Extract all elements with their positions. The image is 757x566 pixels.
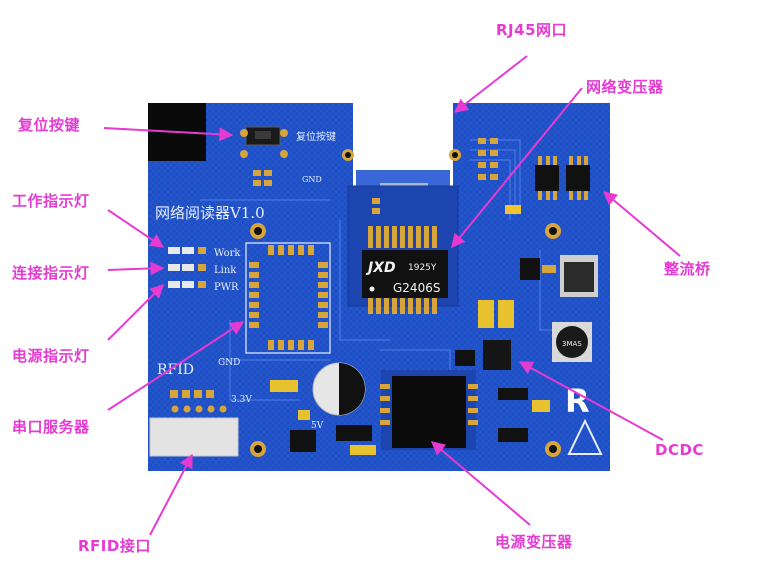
gnd-mid-silk: GND xyxy=(218,358,240,368)
serial-server-module xyxy=(245,242,331,354)
label-serial-server: 串口服务器 xyxy=(12,418,90,436)
rfid-silk: RFID xyxy=(157,362,194,378)
led-work-silk: Work xyxy=(214,248,241,259)
capacitor-right xyxy=(552,322,592,362)
network-transformer-chip xyxy=(362,226,448,314)
label-link-led: 连接指示灯 xyxy=(12,264,90,282)
mounting-holes xyxy=(250,149,561,457)
chip-model: G2406S xyxy=(393,281,440,295)
label-net-transformer: 网络变压器 xyxy=(586,78,664,96)
label-power-transformer: 电源变压器 xyxy=(495,533,573,551)
label-rj45: RJ45网口 xyxy=(496,21,568,39)
cap-text: 3MAS xyxy=(562,340,582,348)
label-reset-key: 复位按键 xyxy=(18,116,81,134)
reset-silk: 复位按键 xyxy=(296,130,336,143)
esd-icon xyxy=(567,418,603,455)
board-title: 网络阅读器V1.0 xyxy=(155,204,265,222)
reset-button-component xyxy=(240,126,288,158)
label-power-led: 电源指示灯 xyxy=(12,347,90,365)
dcdc-chip xyxy=(455,300,514,370)
chip-code: 1925Y xyxy=(408,263,437,273)
gnd-top-silk: GND xyxy=(302,175,322,184)
led-pwr-silk: PWR xyxy=(214,282,239,293)
rfid-connector xyxy=(149,390,239,457)
chip-brand: JXD xyxy=(365,260,396,276)
label-rfid-port: RFID接口 xyxy=(78,537,151,555)
rj45-side-parts xyxy=(478,138,521,214)
v5-silk: 5V xyxy=(311,421,324,431)
v33-silk: 3.3V xyxy=(231,395,252,405)
label-rectifier: 整流桥 xyxy=(664,260,711,278)
led-group xyxy=(168,247,206,288)
rectifier-component xyxy=(535,156,590,200)
power-transformer-chip xyxy=(380,370,478,450)
label-work-led: 工作指示灯 xyxy=(12,192,90,210)
callout-arrows xyxy=(103,55,681,536)
small-pads-top xyxy=(253,170,380,214)
regulator-component xyxy=(520,255,598,297)
capacitor-large xyxy=(312,362,366,416)
led-link-silk: Link xyxy=(214,265,237,276)
misc-parts-bottom xyxy=(270,380,550,455)
label-dcdc: DCDC xyxy=(655,441,704,459)
